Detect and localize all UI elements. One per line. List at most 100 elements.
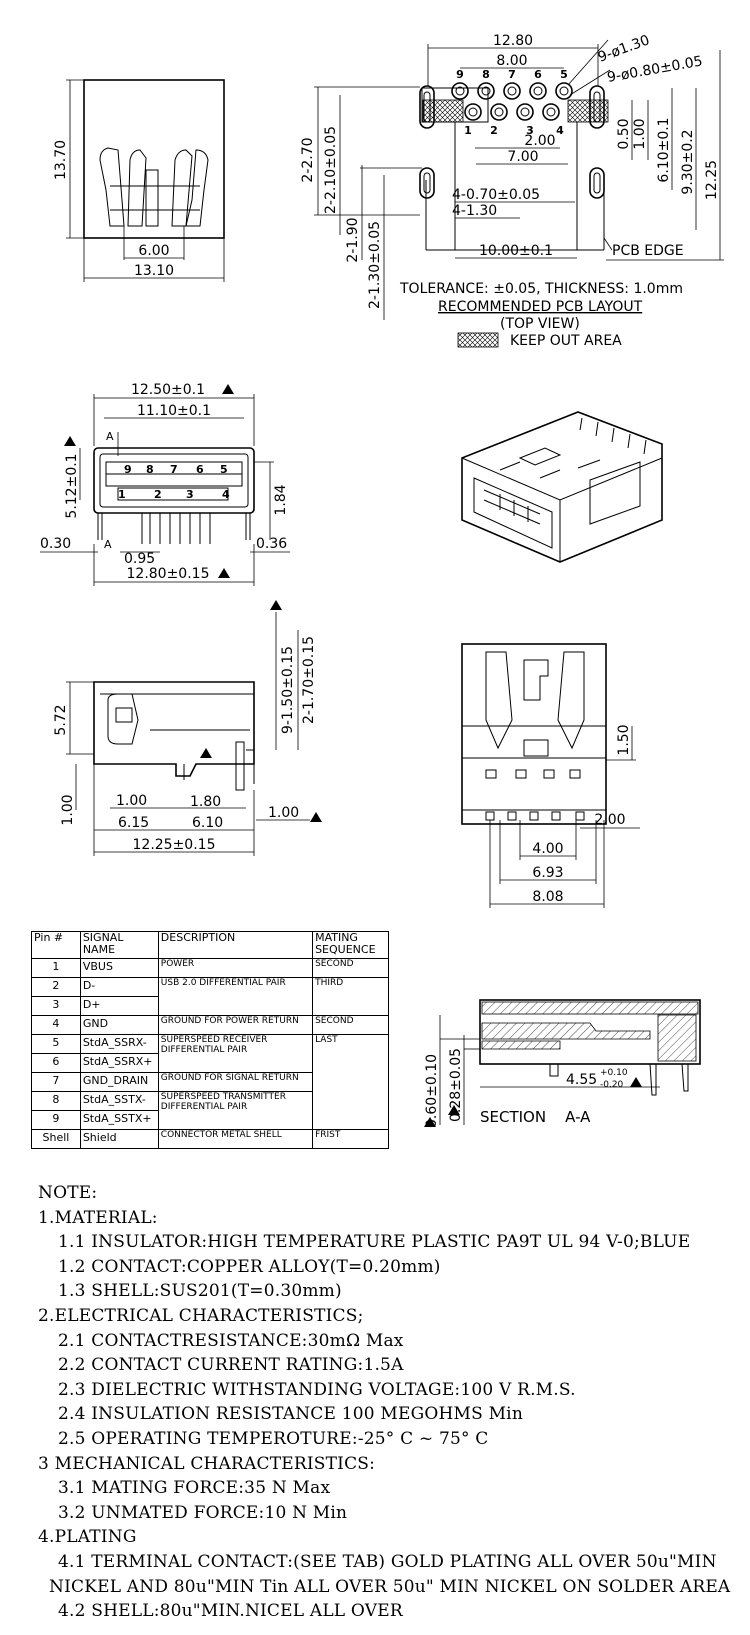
pcb-pin-8: 8 bbox=[482, 68, 490, 81]
side-dim-7: 6.15 bbox=[118, 815, 149, 831]
section-dim-1: 0.28±0.05 bbox=[448, 1048, 464, 1122]
note-item: 2.2 CONTACT CURRENT RATING:1.5A bbox=[58, 1355, 404, 1376]
pcb-dim-10: 9.30±0.2 bbox=[680, 129, 696, 194]
pcb-title: RECOMMENDED PCB LAYOUT bbox=[438, 299, 643, 315]
pcb-dim-9: 6.10±0.1 bbox=[656, 117, 672, 182]
pin-cell: Shell bbox=[31, 1129, 81, 1149]
signal-cell: StdA_SSTX- bbox=[79, 1091, 159, 1111]
front-view: 9 8 7 6 5 1 2 3 4 12.50±0.1 11.10±0.1 A … bbox=[40, 382, 290, 586]
pin-cell: 9 bbox=[31, 1110, 81, 1130]
pcb-dim-0: 12.80 bbox=[493, 33, 533, 49]
side-dim-6: 1.00 bbox=[268, 805, 299, 821]
pcb-dim-7: 0.50 bbox=[616, 118, 632, 149]
description-cell: SUPERSPEED RECEIVER DIFFERENTIAL PAIR bbox=[157, 1034, 314, 1073]
top-left-dim-inner: 6.00 bbox=[138, 243, 169, 259]
bottom-dim-4: 8.08 bbox=[532, 889, 563, 905]
top-left-view: 13.70 6.00 13.10 bbox=[53, 79, 225, 282]
section-triangle-mid bbox=[448, 1105, 460, 1115]
section-dim-2: 4.55 bbox=[566, 1072, 597, 1088]
side-dim-3: 1.00 bbox=[60, 794, 76, 825]
note-item: 3.2 UNMATED FORCE:10 N Min bbox=[58, 1502, 348, 1523]
keep-out-swatch bbox=[457, 332, 499, 348]
pcb-dim-13: 4-0.70±0.05 bbox=[452, 187, 540, 203]
signal-cell: D+ bbox=[79, 996, 159, 1016]
note-item: 3.1 MATING FORCE:35 N Max bbox=[58, 1478, 331, 1499]
signal-cell: StdA_SSTX+ bbox=[79, 1110, 159, 1130]
pcb-dim-16: 2-1.30±0.05 bbox=[367, 221, 383, 309]
signal-cell: VBUS bbox=[79, 958, 159, 978]
table-row: 9 StdA_SSTX+ bbox=[31, 1110, 389, 1130]
table-row: 6 StdA_SSRX+ bbox=[31, 1053, 389, 1073]
signal-cell: GND bbox=[79, 1015, 159, 1035]
signal-cell: StdA_SSRX+ bbox=[79, 1053, 159, 1073]
pcb-dim-4: 2-2.70 bbox=[300, 137, 316, 182]
pcb-tolerance: TOLERANCE: ±0.05, THICKNESS: 1.0mm bbox=[399, 281, 683, 297]
note-section-electrical: 2.ELECTRICAL CHARACTERISTICS; bbox=[38, 1305, 364, 1326]
pcb-dim-1: 8.00 bbox=[496, 53, 527, 69]
table-row: 8 StdA_SSTX- SUPERSPEED TRANSMITTER DIFF… bbox=[31, 1091, 389, 1130]
section-dim-4: -0.20 bbox=[600, 1080, 624, 1090]
header-mating-sequence: MATING SEQUENCE bbox=[312, 931, 389, 959]
sequence-cell: FRIST bbox=[312, 1129, 389, 1149]
bottom-view: 1.50 2.00 4.00 6.93 8.08 bbox=[461, 643, 640, 908]
pcb-pin-9: 9 bbox=[456, 68, 464, 81]
front-dim-0: 12.50±0.1 bbox=[131, 382, 205, 398]
signal-cell: GND_DRAIN bbox=[79, 1072, 159, 1092]
pcb-pin-4: 4 bbox=[556, 124, 564, 137]
pin-cell: 7 bbox=[31, 1072, 81, 1092]
note-section-material: 1.MATERIAL: bbox=[38, 1207, 158, 1228]
pcb-pin-5: 5 bbox=[560, 68, 568, 81]
front-section-mark-bottom: A bbox=[104, 538, 112, 551]
note-item: 4.1 TERMINAL CONTACT:(SEE TAB) GOLD PLAT… bbox=[58, 1551, 717, 1572]
bottom-pads bbox=[485, 769, 585, 821]
pcb-pin-1: 1 bbox=[464, 124, 472, 137]
side-top-triangle bbox=[270, 600, 282, 610]
pin-cell: 8 bbox=[31, 1091, 81, 1111]
side-dim-0: 9-1.50±0.15 bbox=[280, 646, 296, 734]
pin-cell: 5 bbox=[31, 1034, 81, 1054]
bottom-dim-1: 2.00 bbox=[594, 812, 625, 828]
pcb-dim-12: 7.00 bbox=[507, 149, 538, 165]
signal-cell: StdA_SSRX- bbox=[79, 1034, 159, 1054]
front-pin-8: 8 bbox=[146, 463, 154, 476]
pcb-dim-15: 2-1.90 bbox=[345, 217, 361, 262]
section-dim-0: 0.60±0.10 bbox=[424, 1054, 440, 1128]
table-row: 4 GND GROUND FOR POWER RETURN SECOND bbox=[31, 1015, 389, 1035]
pin-cell: 2 bbox=[31, 977, 81, 997]
pin-table-header: Pin # SIGNAL NAME DESCRIPTION MATING SEQ… bbox=[31, 931, 389, 959]
side-dim-5: 1.80 bbox=[190, 794, 221, 810]
note-item: 1.2 CONTACT:COPPER ALLOY(T=0.20mm) bbox=[58, 1256, 441, 1277]
note-item: 1.3 SHELL:SUS201(T=0.30mm) bbox=[58, 1281, 342, 1302]
table-row: 5 StdA_SSRX- SUPERSPEED RECEIVER DIFFERE… bbox=[31, 1034, 389, 1130]
front-triangle-marker bbox=[222, 384, 234, 394]
front-dim-2: 5.12±0.1 bbox=[64, 453, 80, 518]
side-dim-9: 12.25±0.15 bbox=[133, 837, 216, 853]
front-dim-3: 1.84 bbox=[273, 484, 289, 515]
front-dim-5: 0.95 bbox=[124, 551, 155, 567]
table-row: 2 D- USB 2.0 DIFFERENTIAL PAIR THIRD bbox=[31, 977, 389, 1016]
side-right-triangle bbox=[310, 812, 322, 822]
note-item: 4.2 SHELL:80u"MIN.NICEL ALL OVER bbox=[58, 1601, 403, 1622]
top-left-dim-height: 13.70 bbox=[53, 140, 69, 180]
front-pin-1: 1 bbox=[118, 488, 126, 501]
pcb-pin-7: 7 bbox=[508, 68, 516, 81]
side-dim-8: 6.10 bbox=[192, 815, 223, 831]
pcb-dim-6: 2.00 bbox=[524, 133, 555, 149]
pcb-dim-17: 10.00±0.1 bbox=[479, 243, 553, 259]
description-cell: CONNECTOR METAL SHELL bbox=[157, 1129, 314, 1149]
note-section-plating: 4.PLATING bbox=[38, 1527, 137, 1548]
description-cell: SUPERSPEED TRANSMITTER DIFFERENTIAL PAIR bbox=[157, 1091, 314, 1130]
front-section-mark-top: A bbox=[106, 430, 114, 443]
header-description: DESCRIPTION bbox=[157, 931, 314, 959]
sequence-cell: SECOND bbox=[312, 958, 389, 978]
front-pins bbox=[97, 513, 251, 544]
front-dim-4: 0.30 bbox=[40, 536, 71, 552]
front-pin-6: 6 bbox=[196, 463, 204, 476]
sequence-cell: SECOND bbox=[312, 1015, 389, 1035]
sequence-cell: LAST bbox=[312, 1034, 389, 1130]
header-pin: Pin # bbox=[31, 931, 81, 959]
pin-cell: 3 bbox=[31, 996, 81, 1016]
pcb-legend: KEEP OUT AREA bbox=[510, 333, 622, 349]
bottom-dim-3: 6.93 bbox=[532, 865, 563, 881]
top-left-dim-width: 13.10 bbox=[134, 263, 174, 279]
